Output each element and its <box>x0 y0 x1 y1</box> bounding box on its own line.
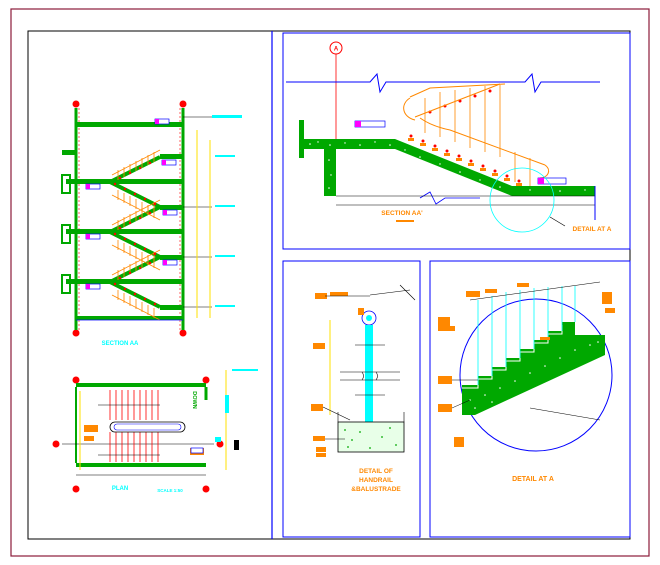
plan-down-label: DOWN <box>191 391 197 408</box>
panel-section-aa-prime <box>282 32 631 250</box>
plan-scale: SCALE 1:50 <box>157 488 183 493</box>
grid-bubble <box>179 100 187 108</box>
grid-bubble <box>179 329 187 337</box>
plan-handrail <box>109 421 186 433</box>
plan-wall-bottom <box>76 463 206 467</box>
section-aa-drawing: SECTION AA <box>61 100 242 347</box>
plan-title: PLAN <box>112 486 128 492</box>
floor-slab <box>66 179 183 184</box>
stair-slab-section <box>304 139 595 196</box>
floor-slab <box>66 229 183 234</box>
roof-slab <box>76 122 183 127</box>
detail-at-a-title: DETAIL AT A <box>512 476 554 483</box>
sheet-outer-border <box>10 8 650 557</box>
plan-wall-top <box>76 383 206 387</box>
detail-circle <box>459 298 613 452</box>
detail-at-a-drawing: DETAIL AT A <box>438 281 615 483</box>
plan-drawing: DOWN PLAN SCALE 1:50 <box>52 369 258 493</box>
detail-callout-circle <box>489 167 555 233</box>
panel-detail-at-a <box>429 260 631 538</box>
handrail-detail-drawing: DETAIL OF HANDRAIL &BALUSTRADE <box>311 284 416 493</box>
baluster <box>365 325 373 440</box>
detail-callout-label: DETAIL AT A <box>573 226 612 233</box>
handrail-title-line3: &BALUSTRADE <box>351 486 401 493</box>
handrail-title-line1: DETAIL OF <box>359 468 393 475</box>
handrail-title-line2: HANDRAIL <box>359 477 393 484</box>
grid-bubble <box>72 100 80 108</box>
detail-stair-slab <box>462 322 605 415</box>
section-aa-prime-drawing: A <box>286 41 612 233</box>
grid-bubble <box>72 329 80 337</box>
ground-slab <box>76 316 183 320</box>
section-aa-prime-title: SECTION AA' <box>381 210 423 217</box>
panel-handrail-detail <box>282 260 421 538</box>
section-aa-title: SECTION AA <box>102 341 139 347</box>
floor-slab <box>66 279 183 284</box>
section-marker-label: A <box>334 47 339 53</box>
handrail-slab <box>337 421 405 453</box>
